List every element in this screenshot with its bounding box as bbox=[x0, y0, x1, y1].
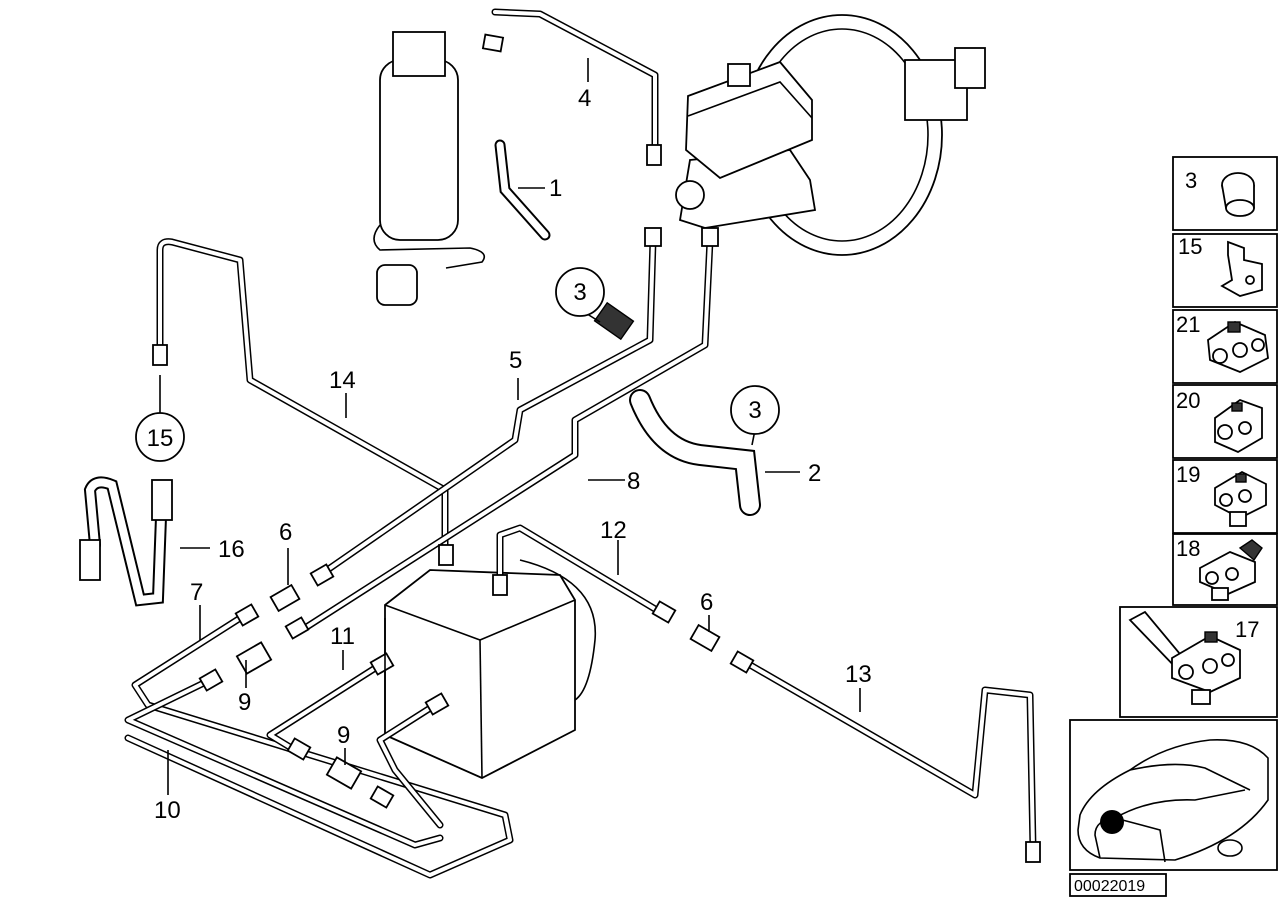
callout-8[interactable]: 8 bbox=[627, 468, 640, 495]
panel-label-20: 20 bbox=[1176, 388, 1200, 413]
pressure-accumulator bbox=[373, 31, 486, 306]
callout-6-right[interactable]: 6 bbox=[700, 589, 713, 616]
callout-15[interactable]: 15 bbox=[147, 425, 174, 452]
callout-4[interactable]: 4 bbox=[578, 85, 591, 112]
callout-11[interactable]: 11 bbox=[330, 623, 355, 650]
callout-2[interactable]: 2 bbox=[808, 460, 821, 487]
master-cylinder bbox=[675, 60, 817, 229]
callout-12[interactable]: 12 bbox=[600, 517, 627, 544]
brake-pipes bbox=[83, 8, 1037, 879]
callout-15-circle bbox=[135, 412, 185, 462]
callout-6-left[interactable]: 6 bbox=[279, 519, 292, 546]
panel-item-3[interactable]: 3 bbox=[1172, 156, 1278, 231]
panel-item-21[interactable]: 21 bbox=[1172, 309, 1278, 384]
hydraulic-unit bbox=[384, 559, 597, 779]
callout-13[interactable]: 13 bbox=[845, 661, 872, 688]
callout-3-circle bbox=[730, 385, 780, 435]
panel-label-15: 15 bbox=[1178, 234, 1202, 259]
callout-3-circle bbox=[555, 267, 605, 317]
callout-16[interactable]: 16 bbox=[218, 536, 245, 563]
panel-label-17: 17 bbox=[1235, 617, 1259, 642]
callout-leaders bbox=[159, 58, 861, 795]
reference-number: 00022019 bbox=[1074, 878, 1145, 895]
callout-14[interactable]: 14 bbox=[329, 367, 356, 394]
panel-label-18: 18 bbox=[1176, 536, 1200, 561]
location-marker-icon bbox=[1100, 810, 1124, 834]
side-parts-panel: 3 15 21 20 bbox=[1119, 156, 1278, 718]
panel-item-15[interactable]: 15 bbox=[1172, 233, 1278, 308]
panel-item-17[interactable]: 17 bbox=[1119, 606, 1278, 718]
callouts: 1 2 3 3 4 5 6 6 7 8 9 9 10 11 12 13 14 1… bbox=[135, 85, 872, 824]
callout-9-left[interactable]: 9 bbox=[238, 689, 251, 716]
panel-label-3: 3 bbox=[1185, 168, 1197, 193]
vehicle-locator-inset bbox=[1069, 719, 1278, 871]
callout-3-upper[interactable]: 3 bbox=[573, 279, 586, 306]
panel-item-20[interactable]: 20 bbox=[1172, 384, 1278, 459]
callout-7[interactable]: 7 bbox=[190, 579, 203, 606]
panel-item-19[interactable]: 19 bbox=[1172, 459, 1278, 534]
panel-label-19: 19 bbox=[1176, 462, 1200, 487]
callout-5[interactable]: 5 bbox=[509, 347, 522, 374]
callout-10[interactable]: 10 bbox=[154, 797, 181, 824]
reference-number-box: 00022019 bbox=[1069, 873, 1167, 897]
callout-1[interactable]: 1 bbox=[549, 175, 562, 202]
callout-3-lower[interactable]: 3 bbox=[748, 397, 761, 424]
callout-9-right[interactable]: 9 bbox=[337, 722, 350, 749]
panel-item-18[interactable]: 18 bbox=[1172, 533, 1278, 606]
panel-label-21: 21 bbox=[1176, 312, 1200, 337]
